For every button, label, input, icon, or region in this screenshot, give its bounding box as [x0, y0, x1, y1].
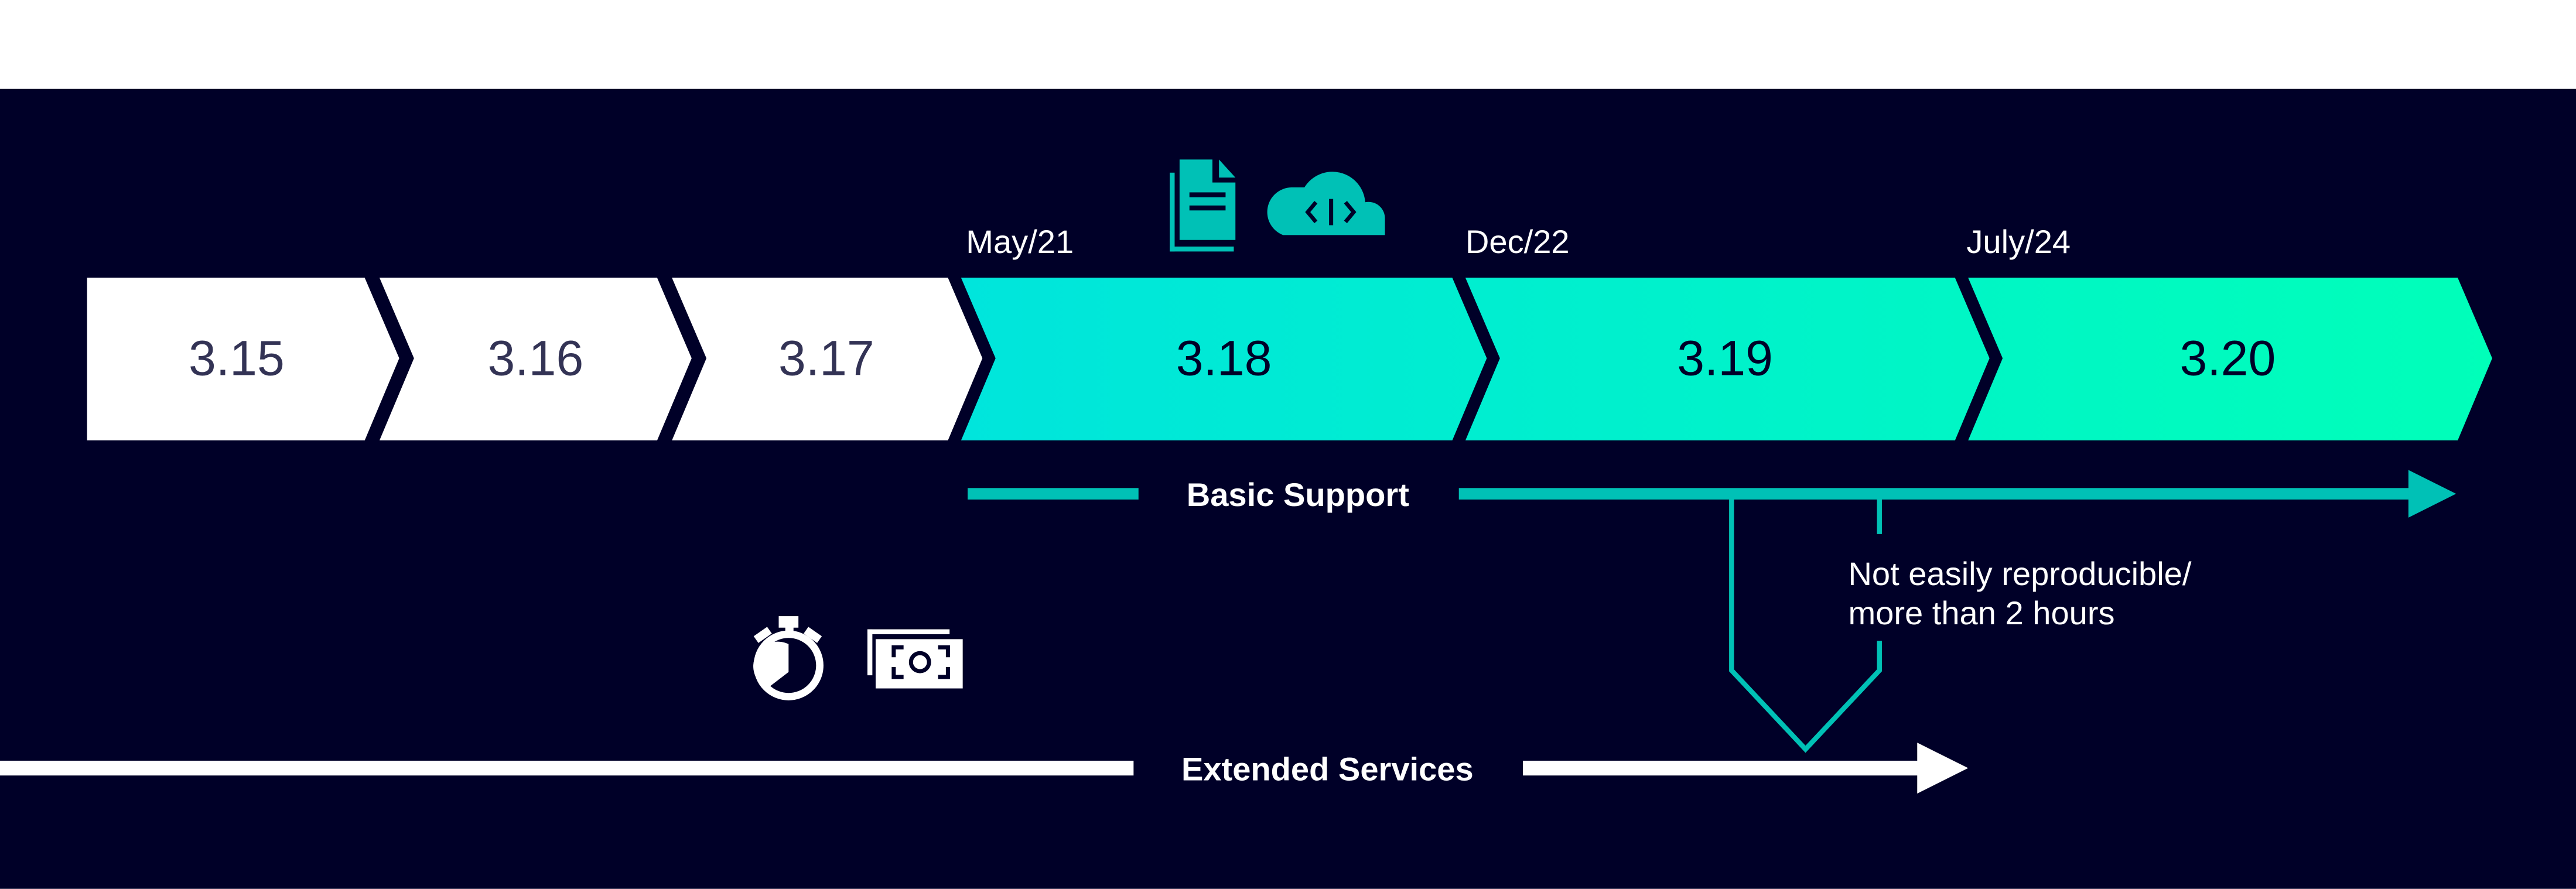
basic-support-label: Basic Support	[1187, 476, 1409, 513]
version-label: 3.16	[488, 331, 584, 386]
chevron-3-17	[672, 278, 983, 440]
stopwatch-icon	[753, 616, 824, 700]
version-label: 3.18	[1176, 331, 1272, 386]
date-label: July/24	[1966, 223, 2071, 260]
version-label: 3.17	[778, 331, 874, 386]
callout-text-line2: more than 2 hours	[1848, 594, 2114, 631]
chevron-3-16	[379, 278, 692, 440]
date-label: Dec/22	[1465, 223, 1570, 260]
extended-services-arrow: Extended Services	[0, 743, 1969, 794]
callout-text-line1: Not easily reproducible/	[1848, 555, 2191, 592]
version-label: 3.19	[1677, 331, 1773, 386]
money-icon	[867, 629, 963, 689]
chevron-3-19	[1465, 278, 1990, 440]
date-label: May/21	[966, 223, 1074, 260]
documents-icon	[1170, 159, 1236, 252]
version-label: 3.15	[189, 331, 285, 386]
top-band	[0, 0, 2576, 89]
escalation-callout	[1729, 498, 1882, 753]
chevron-3-20	[1968, 278, 2492, 440]
version-label: 3.20	[2180, 331, 2276, 386]
basic-support-arrow: Basic Support	[968, 470, 2457, 518]
version-chevrons: 3.15 3.16 3.17 3.18 3.19 3.20	[87, 278, 2492, 440]
chevron-3-15	[87, 278, 399, 440]
chevron-3-18	[961, 278, 1487, 440]
extended-services-label: Extended Services	[1181, 750, 1474, 787]
cloud-code-icon	[1267, 172, 1385, 235]
